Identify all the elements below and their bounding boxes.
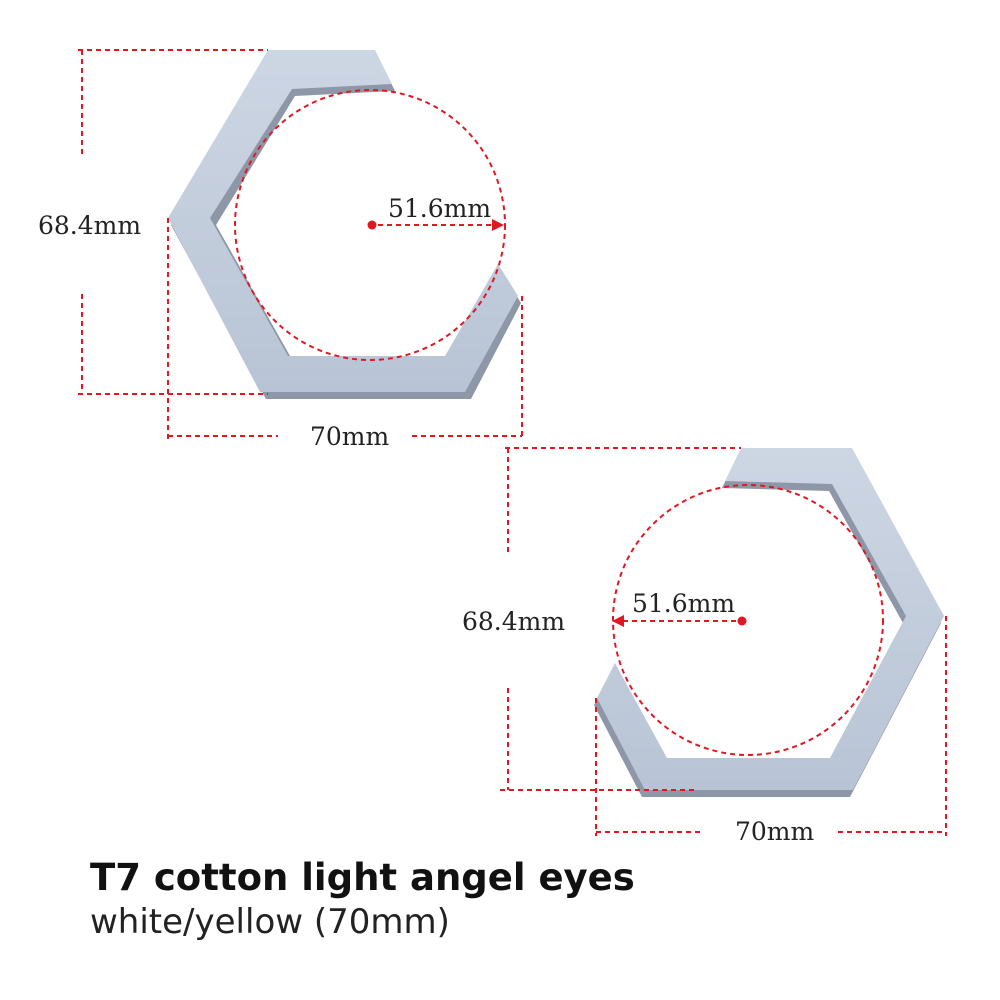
- product-title: T7 cotton light angel eyes: [90, 856, 635, 899]
- ring-2-radius-label: 51.6mm: [632, 589, 735, 618]
- ring-1-width-label: 70mm: [310, 422, 390, 451]
- ring-2-inner-circle: [612, 484, 884, 756]
- ring-1-height-label: 68.4mm: [38, 211, 141, 240]
- ring-2-hex-frame: [597, 448, 944, 790]
- ring-1-radius-arrow: [492, 219, 504, 231]
- product-subtitle: white/yellow (70mm): [90, 902, 450, 942]
- ring-2-hex-shadow: [594, 455, 941, 797]
- ring-2-height-label: 68.4mm: [462, 607, 565, 636]
- ring-1: 51.6mm 68.4mm 70mm: [38, 49, 523, 451]
- ring-1-inner-circle: [234, 89, 506, 361]
- ring-2-width-label: 70mm: [735, 817, 815, 846]
- ring-2-radius-arrow: [612, 615, 624, 627]
- ring-1-hex-frame: [168, 50, 518, 392]
- ring-2: 51.6mm 68.4mm 70mm: [462, 447, 947, 846]
- ring-1-radius-label: 51.6mm: [388, 194, 491, 223]
- ring-1-center-dot: [367, 220, 377, 230]
- ring-2-center-dot: [737, 616, 747, 626]
